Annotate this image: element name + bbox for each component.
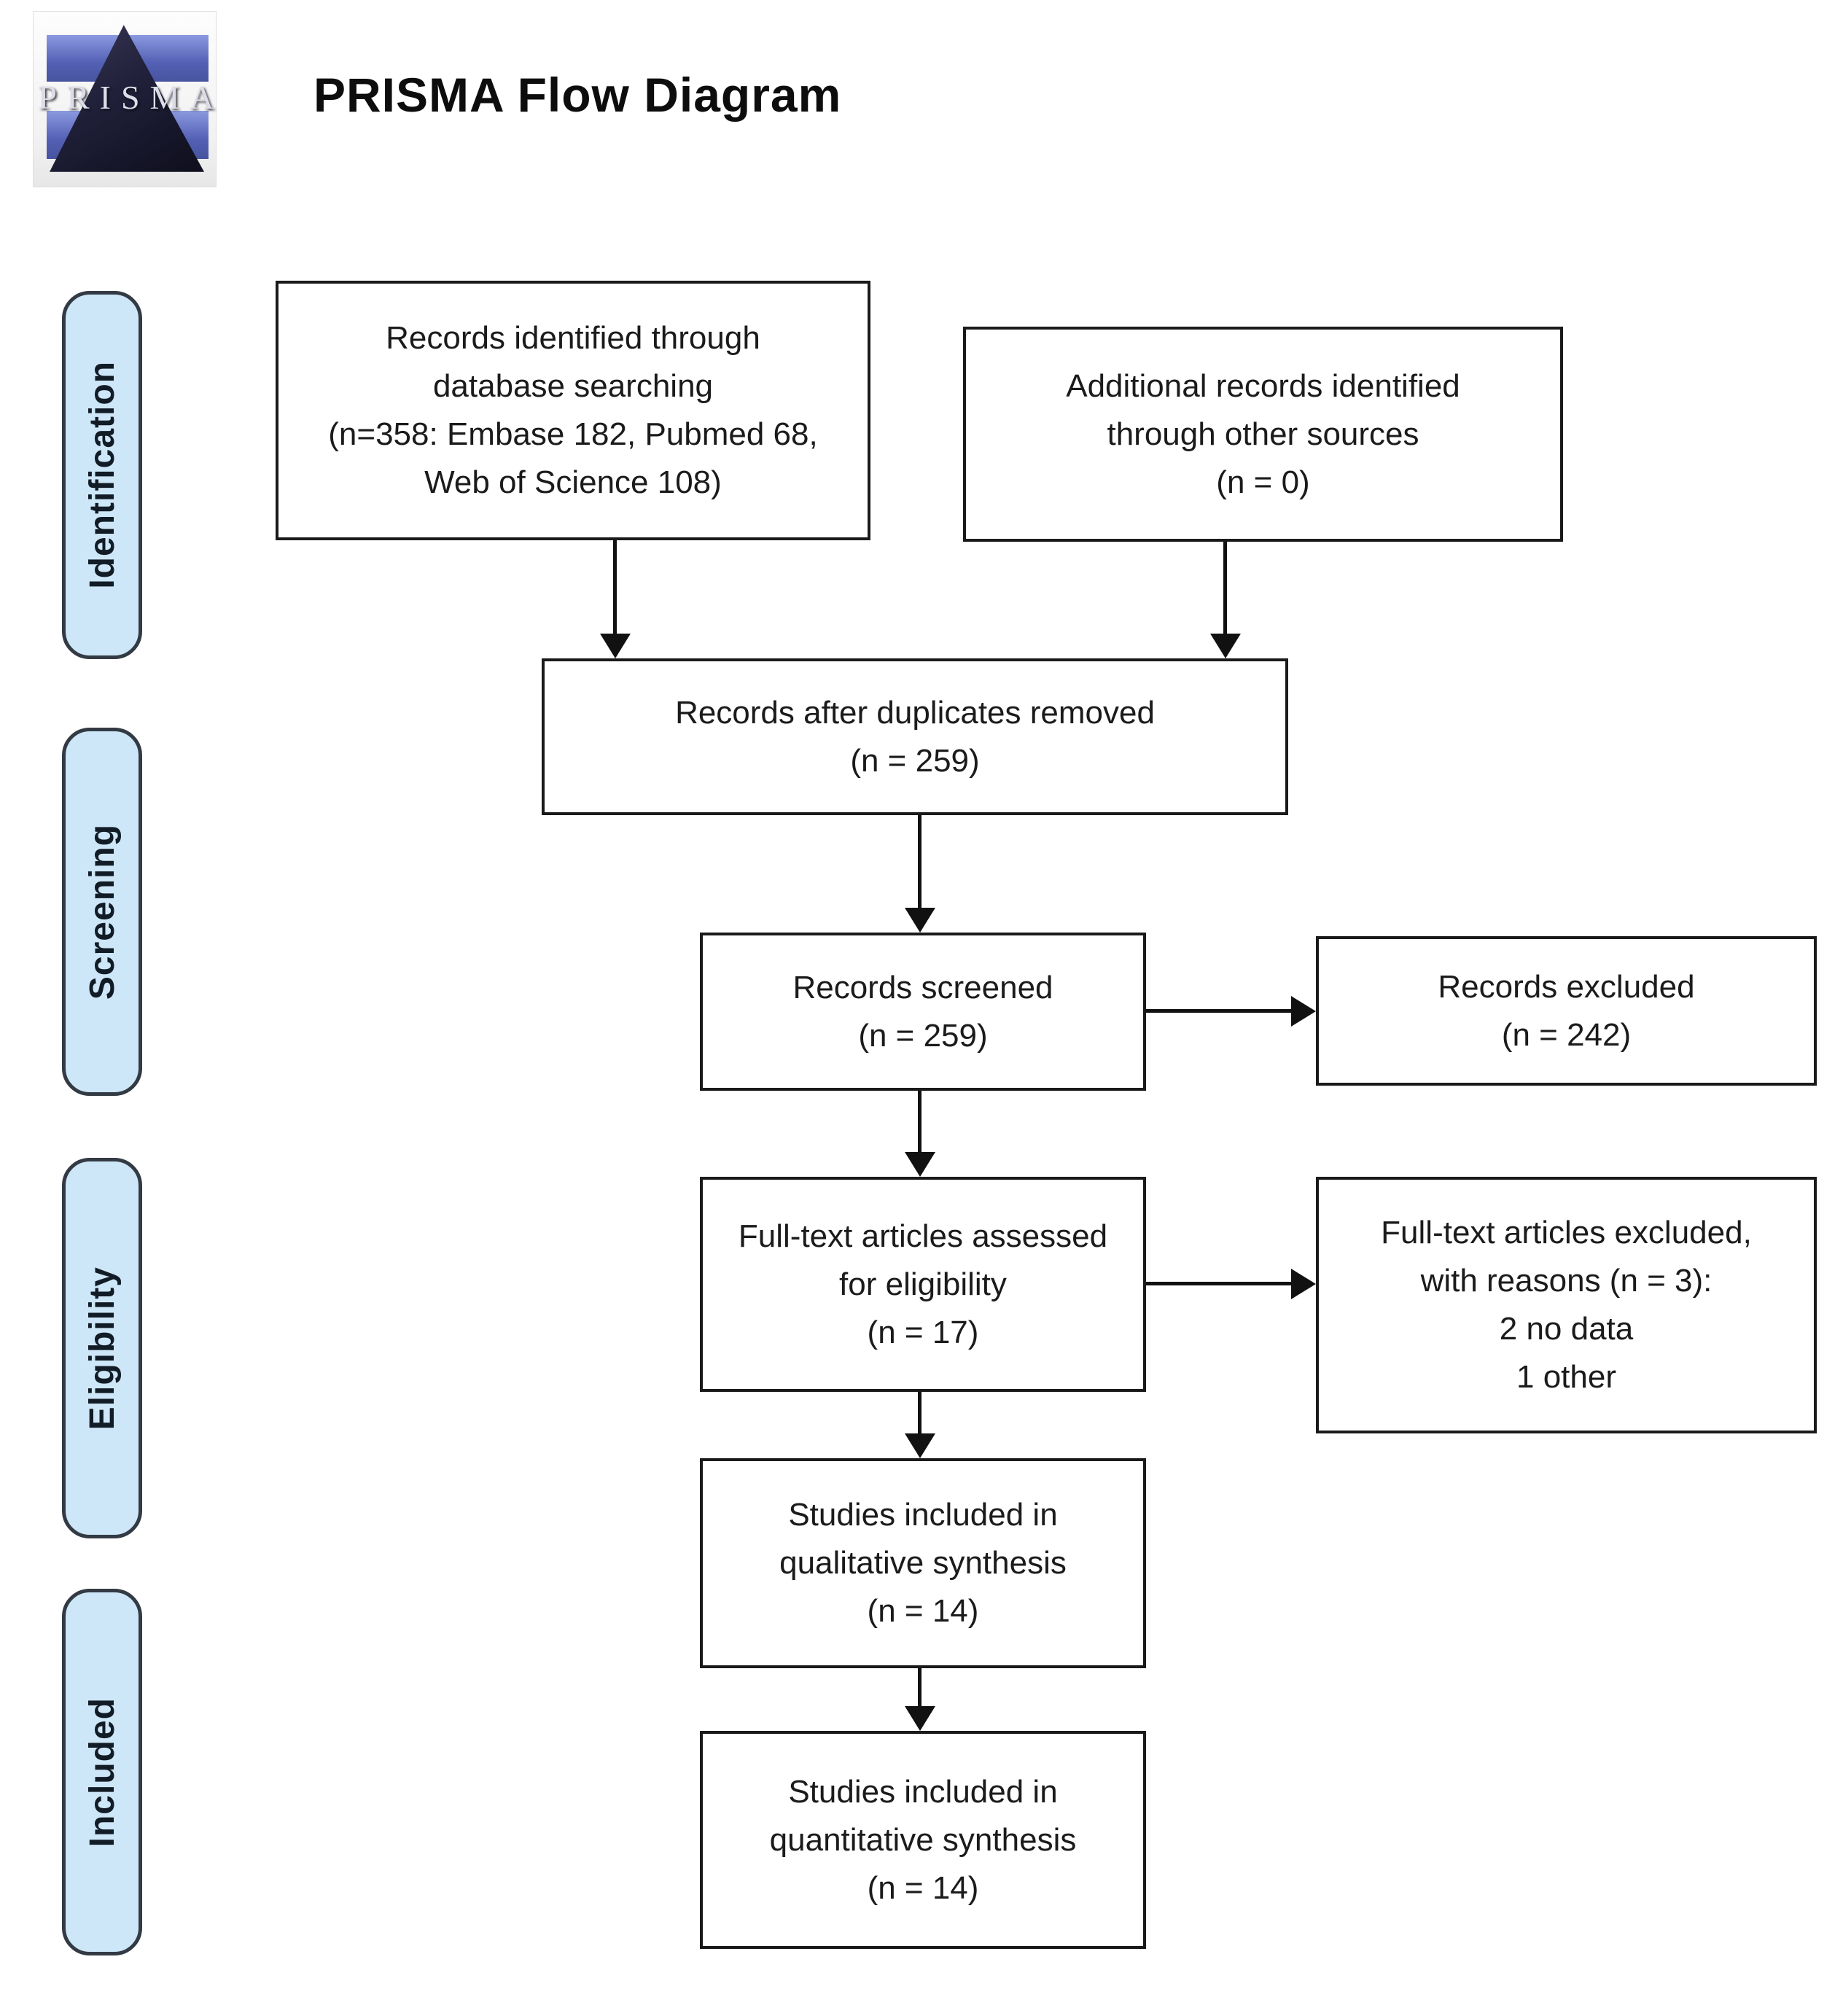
flow-box-records-identified: Records identified through database sear…: [276, 281, 870, 540]
arrow-head-icon: [905, 1433, 935, 1458]
arrow-head-icon: [905, 1152, 935, 1177]
flow-box-fulltext-assessed: Full-text articles assessed for eligibil…: [700, 1177, 1146, 1392]
logo-wordmark: PRISMA: [38, 78, 225, 116]
flow-box-records-excluded: Records excluded (n = 242): [1316, 936, 1817, 1086]
flow-box-additional-records: Additional records identified through ot…: [963, 327, 1563, 542]
arrow-head-icon: [905, 908, 935, 933]
flow-box-duplicates-removed: Records after duplicates removed (n = 25…: [542, 658, 1288, 815]
stage-label-eligibility: Eligibility: [62, 1158, 142, 1538]
stage-label-screening: Screening: [62, 728, 142, 1096]
arrow-head-icon: [1210, 634, 1241, 658]
stage-label-identification: Identification: [62, 291, 142, 659]
stage-label-included: Included: [62, 1589, 142, 1955]
flow-box-fulltext-excluded: Full-text articles excluded, with reason…: [1316, 1177, 1817, 1433]
arrow-head-icon: [905, 1706, 935, 1731]
page-title: PRISMA Flow Diagram: [313, 68, 842, 122]
prisma-logo: PRISMA: [33, 11, 217, 187]
flow-box-records-screened: Records screened (n = 259): [700, 933, 1146, 1091]
arrow-head-icon: [600, 634, 631, 658]
flow-box-qualitative-synthesis: Studies included in qualitative synthesi…: [700, 1458, 1146, 1668]
flow-box-quantitative-synthesis: Studies included in quantitative synthes…: [700, 1731, 1146, 1949]
arrow-head-icon: [1291, 996, 1316, 1027]
arrow-head-icon: [1291, 1269, 1316, 1299]
